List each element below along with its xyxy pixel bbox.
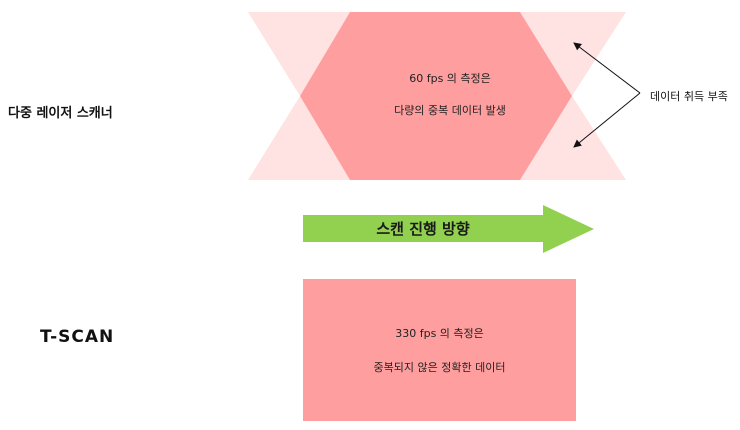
right-light-wedge [520, 12, 626, 180]
annotation-pointer-upper [573, 42, 641, 94]
scan-direction-label: 스캔 진행 방향 [376, 220, 470, 238]
hexagon-text-line2: 다량의 중복 데이터 발생 [394, 104, 506, 117]
hexagon-text-line1: 60 fps 의 측정은 [409, 72, 491, 85]
tscan-label: T-SCAN [40, 327, 115, 347]
tscan-data-box [303, 279, 576, 421]
scan-direction-arrow [303, 205, 594, 253]
scan-hexagon [300, 12, 572, 180]
tscan-box-text-line2: 중복되지 않은 정확한 데이터 [373, 361, 506, 374]
left-light-wedge [248, 12, 350, 180]
tscan-box-text-line1: 330 fps 의 측정은 [395, 327, 484, 340]
data-shortage-annotation: 데이터 취득 부족 [650, 90, 728, 103]
multi-laser-scanner-label: 다중 레이저 스캐너 [8, 106, 113, 121]
annotation-pointer-lower [573, 92, 641, 148]
